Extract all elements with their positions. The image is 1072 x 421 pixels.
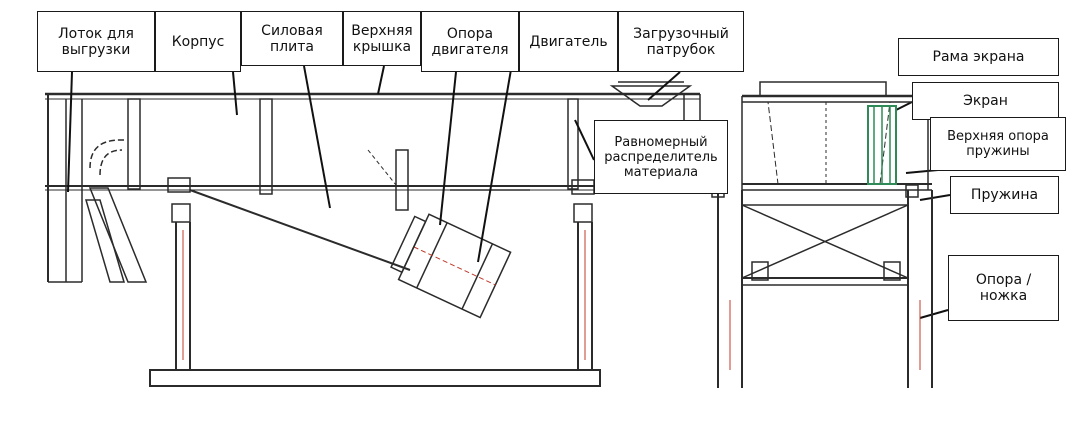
label-discharge-tray: Лоток для выгрузки: [37, 11, 155, 72]
label-power-plate: Силовая плита: [241, 11, 343, 66]
label-motor-support: Опора двигателя: [421, 11, 519, 72]
label-top-cover: Верхняя крышка: [343, 11, 421, 66]
label-inlet: Загрузочный патрубок: [618, 11, 744, 72]
label-body: Корпус: [155, 11, 241, 72]
label-spring: Пружина: [950, 176, 1059, 214]
end-view: [711, 81, 933, 388]
label-upper-spring-support: Верхняя опора пружины: [930, 117, 1066, 171]
side-view: [45, 81, 701, 387]
label-leg: Опора / ножка: [948, 255, 1059, 321]
label-screen-frame: Рама экрана: [898, 38, 1059, 76]
label-screen: Экран: [912, 82, 1059, 120]
leader-lines: [67, 51, 951, 319]
label-motor: Двигатель: [519, 11, 618, 72]
label-material-distributor: Равномерный распределитель материала: [594, 120, 728, 194]
